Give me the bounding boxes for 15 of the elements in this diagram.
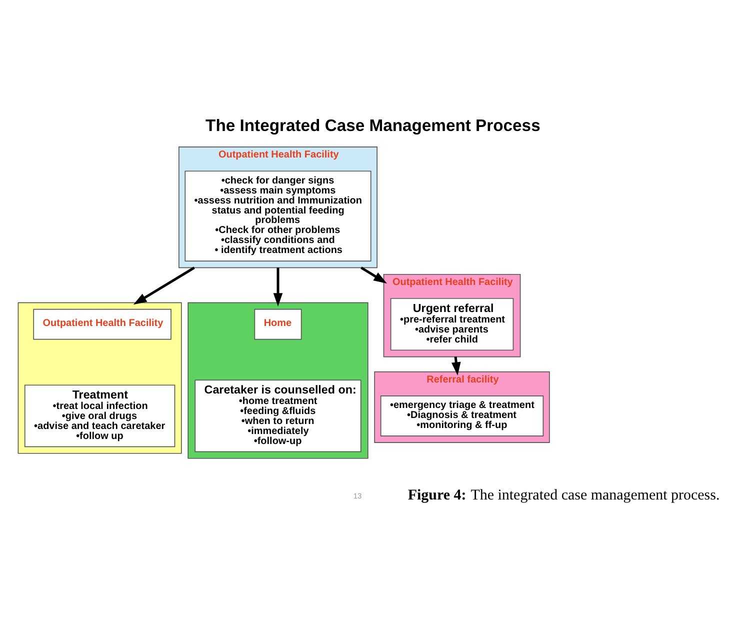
diagram-title: The Integrated Case Management Process <box>206 116 540 136</box>
node-box: Treatment •treat local infection •give oral drugs •advise and teach caretaker •follow up <box>24 384 176 448</box>
arrow <box>360 266 387 284</box>
cluster <box>18 302 182 454</box>
node-box: Outpatient Health Facility <box>33 308 172 340</box>
node-box: Home <box>254 308 302 340</box>
node-box: Urgent referral •pre-referral treatment •advise parents •refer child <box>390 298 514 351</box>
caption: Figure 4: The integrated case management process. <box>408 488 720 504</box>
node-box: •emergency triage & treatment •Diagnosis & treatment •monitoring & ff-up <box>380 396 544 436</box>
node-box: •check for danger signs •assess main symptoms •assess nutrition and Immunization status and potential feeding problems •Check for other problems •classify conditions and • identify treatment actions <box>184 170 372 262</box>
label: 13 <box>353 492 362 501</box>
node-box: Caretaker is counselled on: •home treatment •feeding &fluids •when to return •immediately •follow-up <box>194 380 362 452</box>
arrow <box>273 268 283 306</box>
arrow <box>133 266 195 305</box>
cluster <box>188 302 368 459</box>
